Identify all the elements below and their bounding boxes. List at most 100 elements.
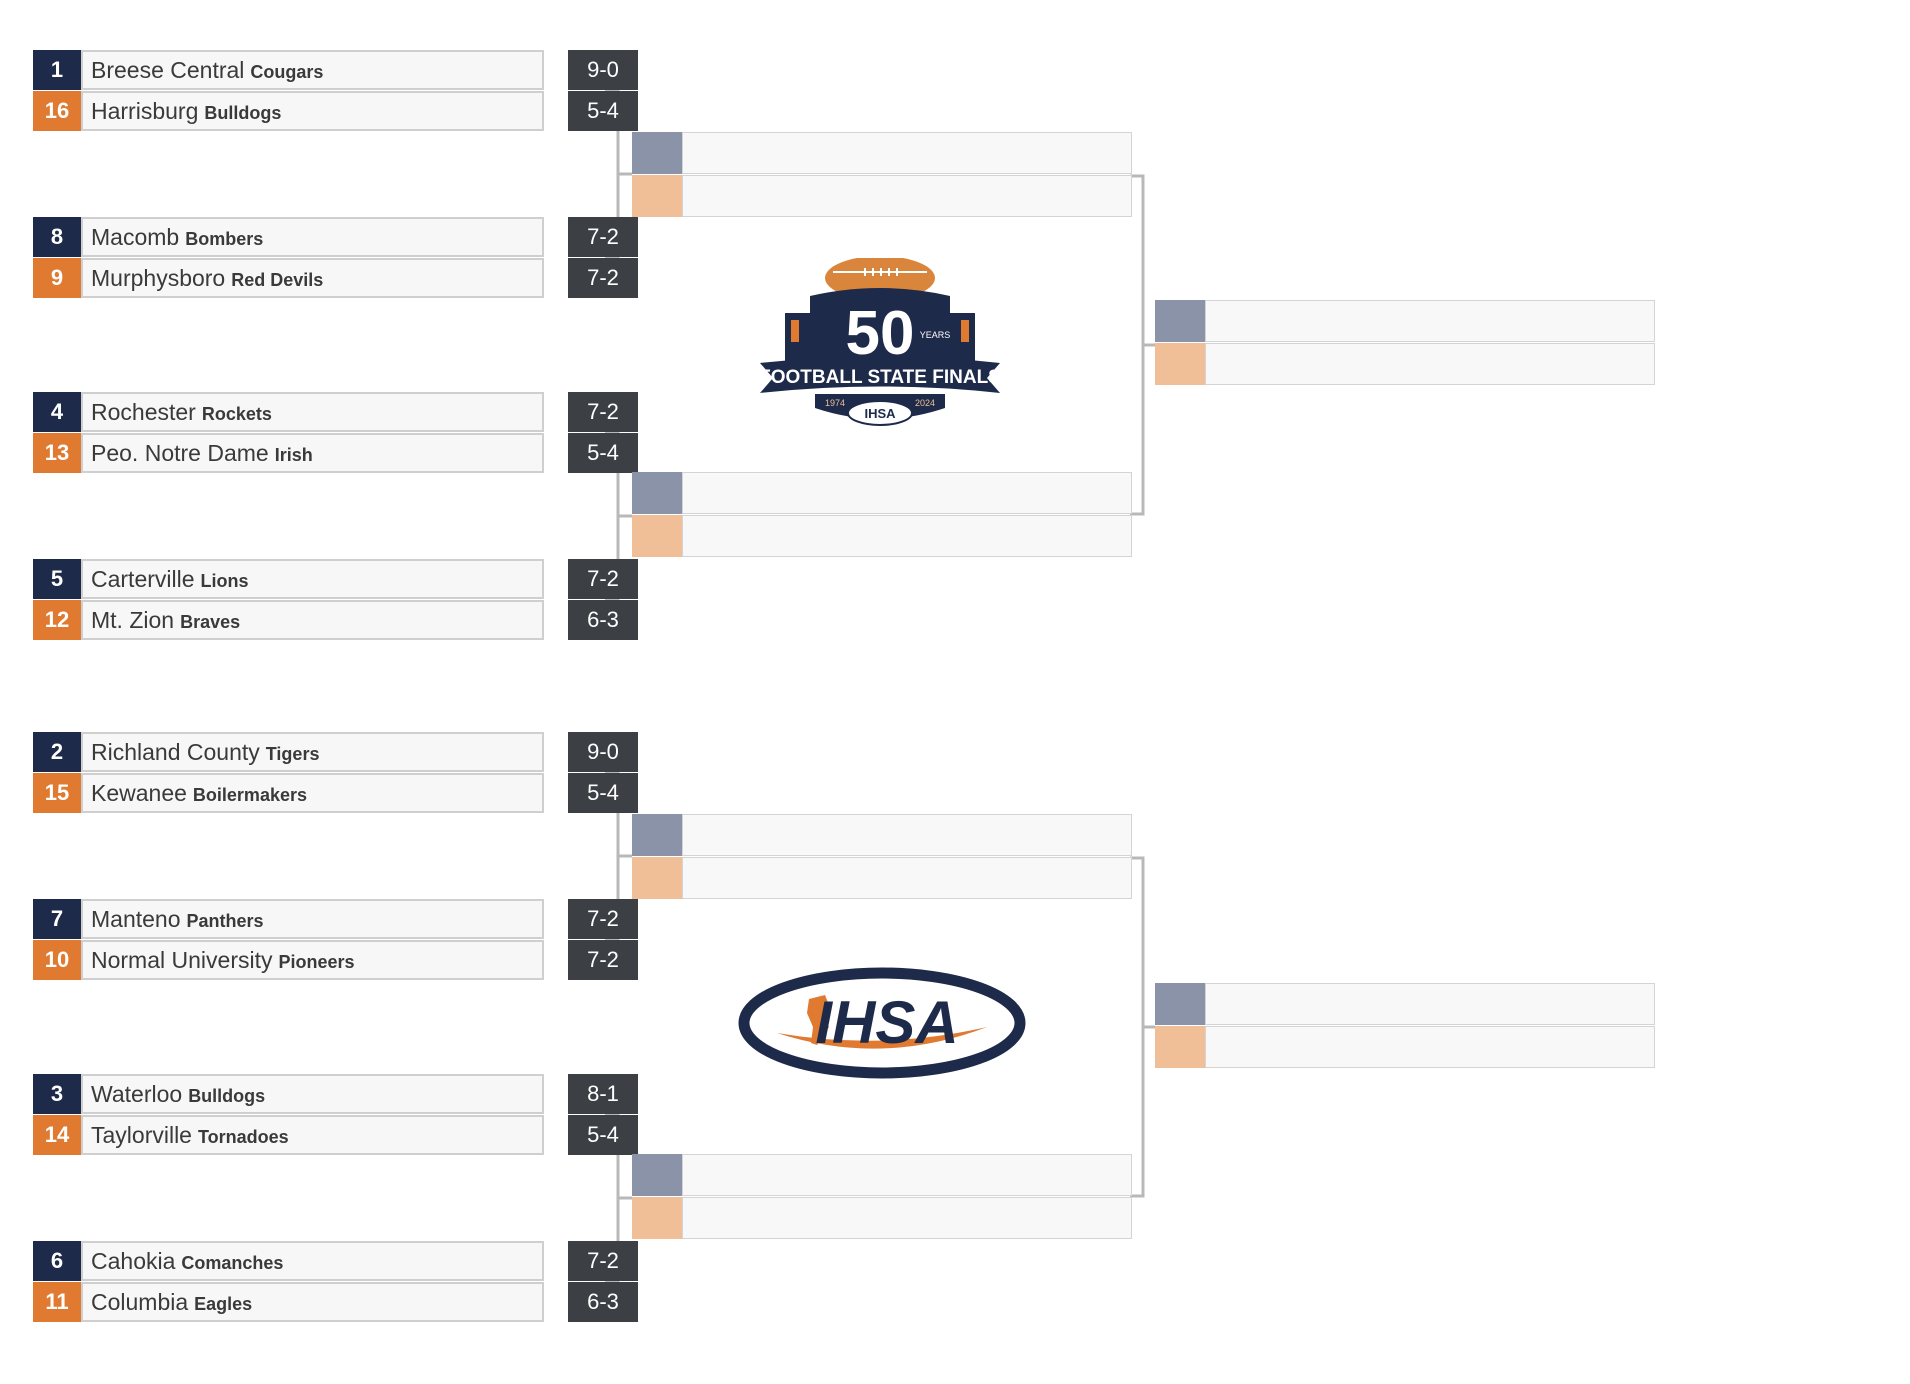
empty-name-box: [682, 175, 1132, 217]
empty-team-slot[interactable]: [632, 132, 1132, 174]
empty-team-slot[interactable]: [1155, 1026, 1655, 1068]
seed-badge: 4: [33, 392, 81, 432]
empty-name-box: [1205, 343, 1655, 385]
empty-team-slot[interactable]: [632, 175, 1132, 217]
empty-team-slot[interactable]: [632, 472, 1132, 514]
seed-badge: 5: [33, 559, 81, 599]
team-record: 9-0: [568, 50, 638, 90]
school-name: Carterville: [91, 566, 195, 592]
school-name: Waterloo: [91, 1081, 183, 1107]
empty-seed-box: [632, 1154, 682, 1196]
school-name: Breese Central: [91, 57, 245, 83]
empty-seed-box: [632, 472, 682, 514]
team-mascot: Rockets: [201, 404, 272, 424]
school-name: Macomb: [91, 224, 180, 250]
anniversary-logo: 50 YEARS FOOTBALL STATE FINALS 1974 2024…: [759, 258, 1001, 426]
team-record: 6-3: [568, 1282, 638, 1322]
team-mascot: Red Devils: [231, 270, 324, 290]
empty-team-slot[interactable]: [632, 857, 1132, 899]
empty-seed-box: [1155, 300, 1205, 342]
seed-badge: 14: [33, 1115, 81, 1155]
empty-seed-box: [632, 814, 682, 856]
seed-badge: 13: [33, 433, 81, 473]
empty-team-slot[interactable]: [1155, 343, 1655, 385]
empty-seed-box: [632, 132, 682, 174]
seed-badge: 3: [33, 1074, 81, 1114]
school-name: Columbia: [91, 1289, 189, 1315]
seed-badge: 12: [33, 600, 81, 640]
team-mascot: Bulldogs: [188, 1086, 266, 1106]
team-record: 9-0: [568, 732, 638, 772]
team-mascot: Bulldogs: [204, 103, 282, 123]
empty-seed-box: [632, 1197, 682, 1239]
empty-name-box: [682, 1154, 1132, 1196]
empty-team-slot[interactable]: [632, 814, 1132, 856]
seed-badge: 8: [33, 217, 81, 257]
team-mascot: Lions: [200, 571, 249, 591]
team-record: 7-2: [568, 559, 638, 599]
team-record: 5-4: [568, 1115, 638, 1155]
school-name: Richland County: [91, 739, 260, 765]
empty-seed-box: [632, 857, 682, 899]
team-mascot: Cougars: [250, 62, 324, 82]
school-name: Manteno: [91, 906, 181, 932]
seed-badge: 2: [33, 732, 81, 772]
seed-badge: 15: [33, 773, 81, 813]
team-record: 7-2: [568, 258, 638, 298]
school-name: Taylorville: [91, 1122, 192, 1148]
seed-badge: 10: [33, 940, 81, 980]
anniversary-years: YEARS: [920, 330, 951, 340]
team-record: 7-2: [568, 392, 638, 432]
team-mascot: Bombers: [185, 229, 264, 249]
empty-name-box: [682, 814, 1132, 856]
anniversary-start-year: 1974: [825, 398, 845, 408]
empty-team-slot[interactable]: [632, 1154, 1132, 1196]
school-name: Kewanee: [91, 780, 187, 806]
empty-team-slot[interactable]: [1155, 300, 1655, 342]
team-mascot: Comanches: [181, 1253, 284, 1273]
empty-team-slot[interactable]: [632, 515, 1132, 557]
school-name: Harrisburg: [91, 98, 199, 124]
team-record: 7-2: [568, 940, 638, 980]
empty-name-box: [682, 472, 1132, 514]
seed-badge: 16: [33, 91, 81, 131]
team-record: 5-4: [568, 433, 638, 473]
empty-seed-box: [1155, 1026, 1205, 1068]
team-mascot: Eagles: [194, 1294, 253, 1314]
team-record: 7-2: [568, 217, 638, 257]
team-record: 6-3: [568, 600, 638, 640]
team-record: 5-4: [568, 773, 638, 813]
empty-name-box: [682, 132, 1132, 174]
seed-badge: 7: [33, 899, 81, 939]
empty-name-box: [1205, 300, 1655, 342]
school-name: Normal University: [91, 947, 273, 973]
team-record: 8-1: [568, 1074, 638, 1114]
empty-seed-box: [1155, 343, 1205, 385]
empty-team-slot[interactable]: [632, 1197, 1132, 1239]
empty-seed-box: [632, 175, 682, 217]
team-record: 5-4: [568, 91, 638, 131]
school-name: Rochester: [91, 399, 196, 425]
team-record: 7-2: [568, 899, 638, 939]
empty-team-slot[interactable]: [1155, 983, 1655, 1025]
empty-seed-box: [1155, 983, 1205, 1025]
school-name: Murphysboro: [91, 265, 226, 291]
empty-name-box: [682, 1197, 1132, 1239]
empty-name-box: [682, 515, 1132, 557]
team-mascot: Irish: [274, 445, 313, 465]
team-mascot: Tornadoes: [197, 1127, 289, 1147]
school-name: Mt. Zion: [91, 607, 175, 633]
empty-name-box: [682, 857, 1132, 899]
